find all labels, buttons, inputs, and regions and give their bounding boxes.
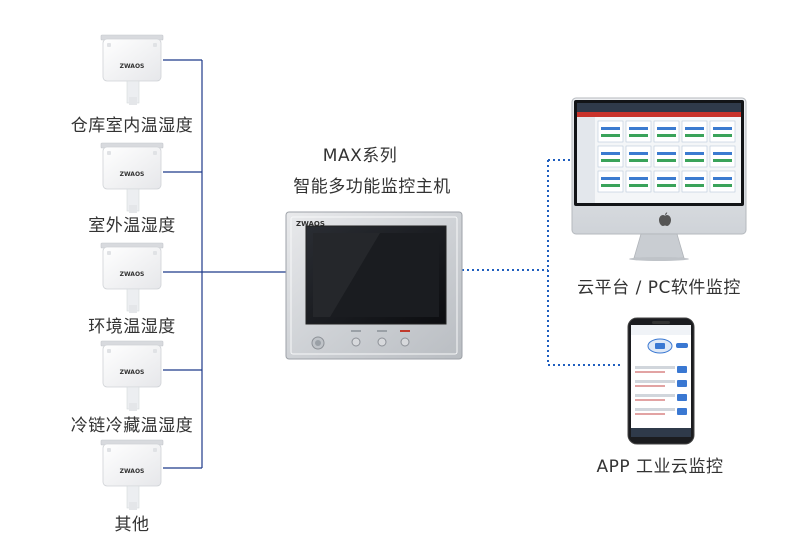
temperature-humidity-sensor: ZWAOS: [100, 439, 164, 510]
temperature-humidity-sensor: ZWAOS: [100, 242, 164, 313]
pc-monitor: [571, 97, 747, 261]
host-title-line2: 智能多功能监控主机: [293, 177, 451, 197]
sensor-label: 环境温湿度: [88, 317, 176, 337]
apple-logo-icon: [659, 212, 671, 226]
sensor-logo: ZWAOS: [120, 63, 145, 70]
sensor-label: 仓库室内温湿度: [70, 116, 194, 136]
app-label: APP 工业云监控: [596, 457, 724, 477]
host-controller: ZWAOS: [285, 211, 463, 360]
smartphone: [627, 317, 695, 445]
bus-connector: [163, 59, 288, 469]
pc-label: 云平台 / PC软件监控: [577, 278, 741, 298]
sensor-label: 室外温湿度: [88, 216, 176, 236]
host-title-line1: MAX系列: [322, 146, 398, 166]
sensor-logo: ZWAOS: [120, 271, 145, 278]
sensor-logo: ZWAOS: [120, 369, 145, 376]
temperature-humidity-sensor: ZWAOS: [100, 142, 164, 213]
sensor-logo: ZWAOS: [120, 468, 145, 475]
sensor-label: 其他: [114, 515, 150, 535]
temperature-humidity-sensor: ZWAOS: [100, 34, 164, 105]
dotted-connector: [462, 159, 620, 366]
temperature-humidity-sensor: ZWAOS: [100, 340, 164, 411]
sensor-label: 冷链冷藏温湿度: [70, 416, 194, 436]
host-logo: ZWAOS: [296, 220, 325, 228]
sensor-logo: ZWAOS: [120, 171, 145, 178]
